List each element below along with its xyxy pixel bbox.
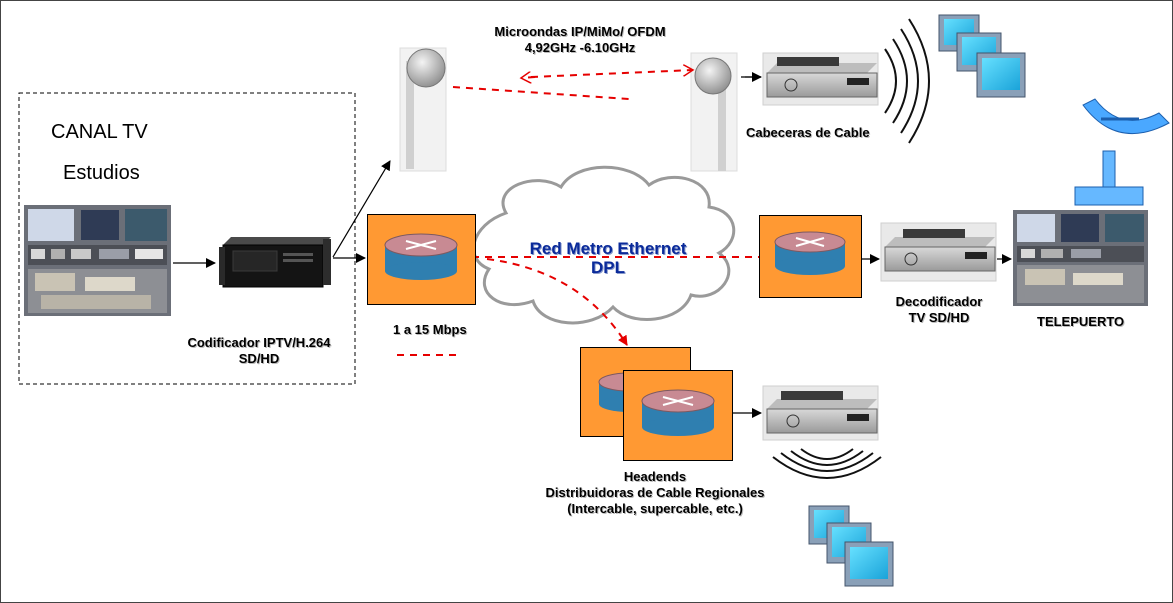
set-top-box-icon <box>880 222 997 282</box>
set-top-box-icon <box>762 52 879 106</box>
cloud-line1: Red Metro Ethernet <box>529 239 687 258</box>
signal-waves-icon <box>884 18 930 144</box>
microwave-link <box>452 70 693 100</box>
bandwidth-label: 1 a 15 Mbps <box>393 322 467 337</box>
codificador-label: Codificador IPTV/H.264 SD/HD <box>167 335 351 367</box>
headends-line1: Headends <box>623 469 687 484</box>
decodificador-line1: Decodificador <box>895 294 983 309</box>
microondas-line2: 4,92GHz -6.10GHz <box>524 40 636 55</box>
studio-photo-icon <box>24 205 171 316</box>
studio-group-box <box>18 92 356 385</box>
headends-label: Headends Distribuidoras de Cable Regiona… <box>533 469 777 517</box>
microwave-antenna-icon <box>690 52 738 172</box>
router-headend-front <box>623 370 733 461</box>
headends-line2: Distribuidoras de Cable Regionales <box>545 485 765 500</box>
codificador-line1: Codificador IPTV/H.264 <box>187 335 331 350</box>
satellite-dish-icon <box>1074 98 1170 206</box>
router-icon <box>641 389 715 436</box>
decodificador-line2: TV SD/HD <box>908 310 970 325</box>
microwave-antenna-icon <box>399 47 447 172</box>
studio-photo-icon <box>1013 210 1148 306</box>
router-telepuerto <box>759 215 862 298</box>
cabeceras-label: Cabeceras de Cable <box>746 125 870 140</box>
microondas-label: Microondas IP/MiMo/ OFDM 4,92GHz -6.10GH… <box>473 24 687 56</box>
metro-ethernet-link <box>459 252 772 346</box>
cloud-label: Red Metro Ethernet DPL <box>509 239 707 277</box>
encoder-server-icon <box>219 237 331 288</box>
canal-tv-label: CANAL TV <box>51 121 148 143</box>
router-icon <box>774 231 846 275</box>
router-studio <box>367 214 476 305</box>
headends-line3: (Intercable, supercable, etc.) <box>567 501 743 516</box>
router-icon <box>384 233 458 280</box>
tv-monitor-icon <box>808 505 894 587</box>
decodificador-label: Decodificador TV SD/HD <box>881 294 997 326</box>
tv-monitor-icon <box>938 14 1026 98</box>
codificador-line2: SD/HD <box>238 351 280 366</box>
set-top-box-icon <box>762 385 879 441</box>
telepuerto-label: TELEPUERTO <box>1037 314 1125 329</box>
network-cloud-icon <box>472 165 736 325</box>
signal-waves-icon <box>772 448 882 479</box>
cloud-line2: DPL <box>591 258 625 277</box>
microondas-line1: Microondas IP/MiMo/ OFDM <box>494 24 666 39</box>
estudios-label: Estudios <box>63 162 140 184</box>
